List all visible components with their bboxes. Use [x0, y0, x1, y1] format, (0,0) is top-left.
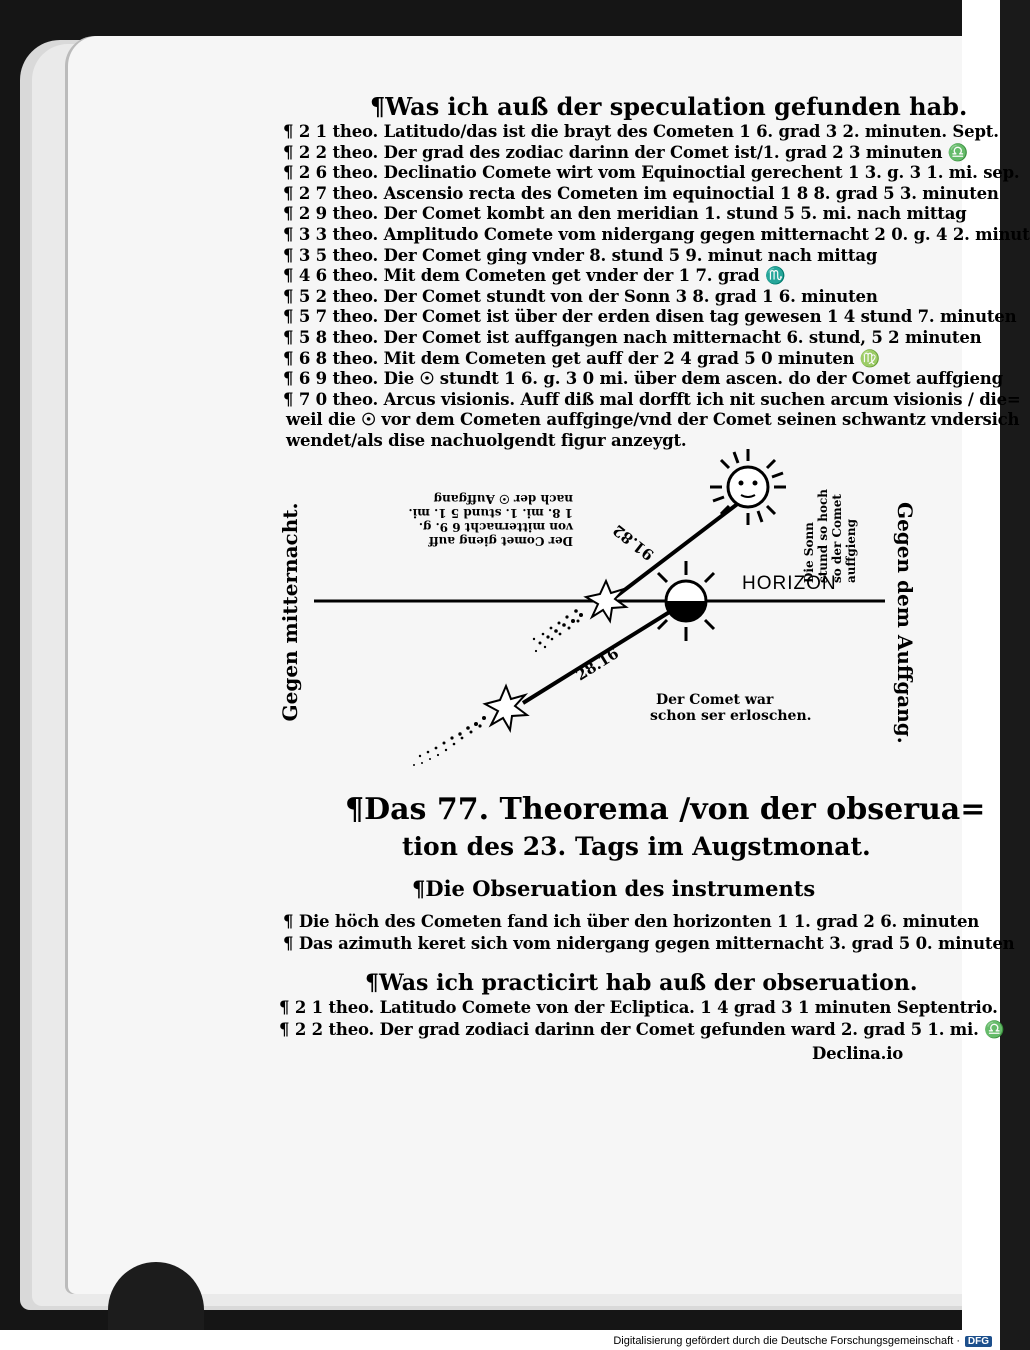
- observation-line: ¶ Das azimuth keret sich vom nidergang g…: [283, 934, 1015, 953]
- speculation-line: ¶ 2 7 theo. Ascensio recta des Cometen i…: [283, 183, 999, 203]
- horizon-label: HORIZON: [742, 573, 837, 594]
- note-line: Der Comet war: [656, 692, 774, 708]
- sun-horizon: [646, 561, 726, 641]
- digitization-footer: Digitalisierung gefördert durch die Deut…: [0, 1330, 1000, 1350]
- speculation-line: ¶ 5 8 theo. Der Comet ist auffgangen nac…: [283, 328, 982, 347]
- note-line: auffgieng: [844, 518, 858, 583]
- comet-faded-note: Der Comet war schon ser erloschen.: [650, 692, 812, 724]
- comet-lower: [413, 683, 530, 766]
- theorema-title-line1: ¶Das 77. Theorema /von der obserua=: [345, 792, 986, 827]
- note-line: nach der ☉ Auffgang: [433, 492, 573, 506]
- speculation-line: ¶ 2 9 theo. Der Comet kombt an den merid…: [283, 204, 967, 224]
- right-margin-strip: [962, 0, 1000, 1330]
- speculation-line: ¶ 2 2 theo. Der grad des zodiac darinn d…: [283, 142, 969, 162]
- speculation-line: ¶ 3 5 theo. Der Comet ging vnder 8. stun…: [283, 245, 878, 265]
- observation-line: ¶ Die höch des Cometen fand ich über den…: [283, 912, 980, 931]
- catchword: Declina.io: [812, 1044, 904, 1063]
- speculation-line: ¶ 6 8 theo. Mit dem Cometen get auff der…: [283, 348, 881, 368]
- comet-diagram: HORIZON 91.82 28.16: [314, 449, 885, 766]
- book-page: [68, 36, 978, 1294]
- note-line: Die Sonn: [802, 522, 816, 583]
- speculation-line: ¶ 7 0 theo. Arcus visionis. Auff diß mal…: [283, 389, 1021, 409]
- practice-line: ¶ 2 1 theo. Latitudo Comete von der Ecli…: [279, 998, 998, 1017]
- practice-line: ¶ 2 2 theo. Der grad zodiaci darinn der …: [279, 1020, 1005, 1039]
- dfg-logo: DFG: [964, 1336, 992, 1347]
- label-gegen-mitternacht: Gegen mitternacht.: [278, 502, 302, 722]
- practice-heading: ¶Was ich practicirt hab auß der obseruat…: [365, 970, 918, 996]
- speculation-line: ¶ 2 1 theo. Latitudo/das ist die brayt d…: [283, 122, 999, 141]
- upper-angle-label: 91.82: [609, 521, 657, 564]
- sun-height-note: Die Sonn stund so hoch so der Comet auff…: [802, 473, 858, 583]
- lower-angle-label: 28.16: [573, 644, 622, 684]
- note-line: schon ser erloschen.: [650, 708, 812, 724]
- note-line: von mitternacht 6 9. g.: [418, 520, 573, 534]
- speculation-line: ¶ 5 2 theo. Der Comet stundt von der Son…: [283, 286, 878, 306]
- label-gegen-auffgang: Gegen dem Auffgang.: [893, 502, 917, 744]
- section1-heading: ¶Was ich auß der speculation gefunden ha…: [370, 92, 968, 121]
- speculation-line: weil die ☉ vor dem Cometen auffginge/vnd…: [286, 410, 1020, 430]
- upper-sight-line: [612, 500, 742, 600]
- speculation-line: ¶ 5 7 theo. Der Comet ist über der erden…: [283, 307, 1017, 327]
- speculation-line: wendet/als dise nachuolgendt figur anzey…: [286, 431, 687, 450]
- upside-down-comet-note: Der Comet gieng auff von mitternacht 6 9…: [408, 492, 573, 548]
- speculation-line: ¶ 6 9 theo. Die ☉ stundt 1 6. g. 3 0 mi.…: [283, 369, 1003, 389]
- footer-credit: Digitalisierung gefördert durch die Deut…: [613, 1335, 960, 1347]
- speculation-line: ¶ 4 6 theo. Mit dem Cometen get vnder de…: [283, 266, 786, 286]
- note-line: so der Comet: [830, 494, 844, 583]
- speculation-line: ¶ 2 6 theo. Declinatio Comete wirt vom E…: [283, 163, 1020, 183]
- comet-upper: [532, 578, 629, 653]
- sun-upper: [710, 449, 786, 525]
- theorema-title-line2: tion des 23. Tags im Augstmonat.: [402, 832, 871, 861]
- note-line: Der Comet gieng auff: [428, 534, 573, 548]
- note-line: 1 8. mi. 1. stund 5 1. mi.: [408, 506, 573, 520]
- speculation-line: ¶ 3 3 theo. Amplitudo Comete vom niderga…: [283, 225, 1030, 244]
- lower-sight-line: [521, 601, 686, 705]
- thumb-shadow: [108, 1262, 204, 1342]
- observation-subheading: ¶Die Obseruation des instruments: [412, 876, 816, 901]
- note-line: stund so hoch: [816, 488, 830, 583]
